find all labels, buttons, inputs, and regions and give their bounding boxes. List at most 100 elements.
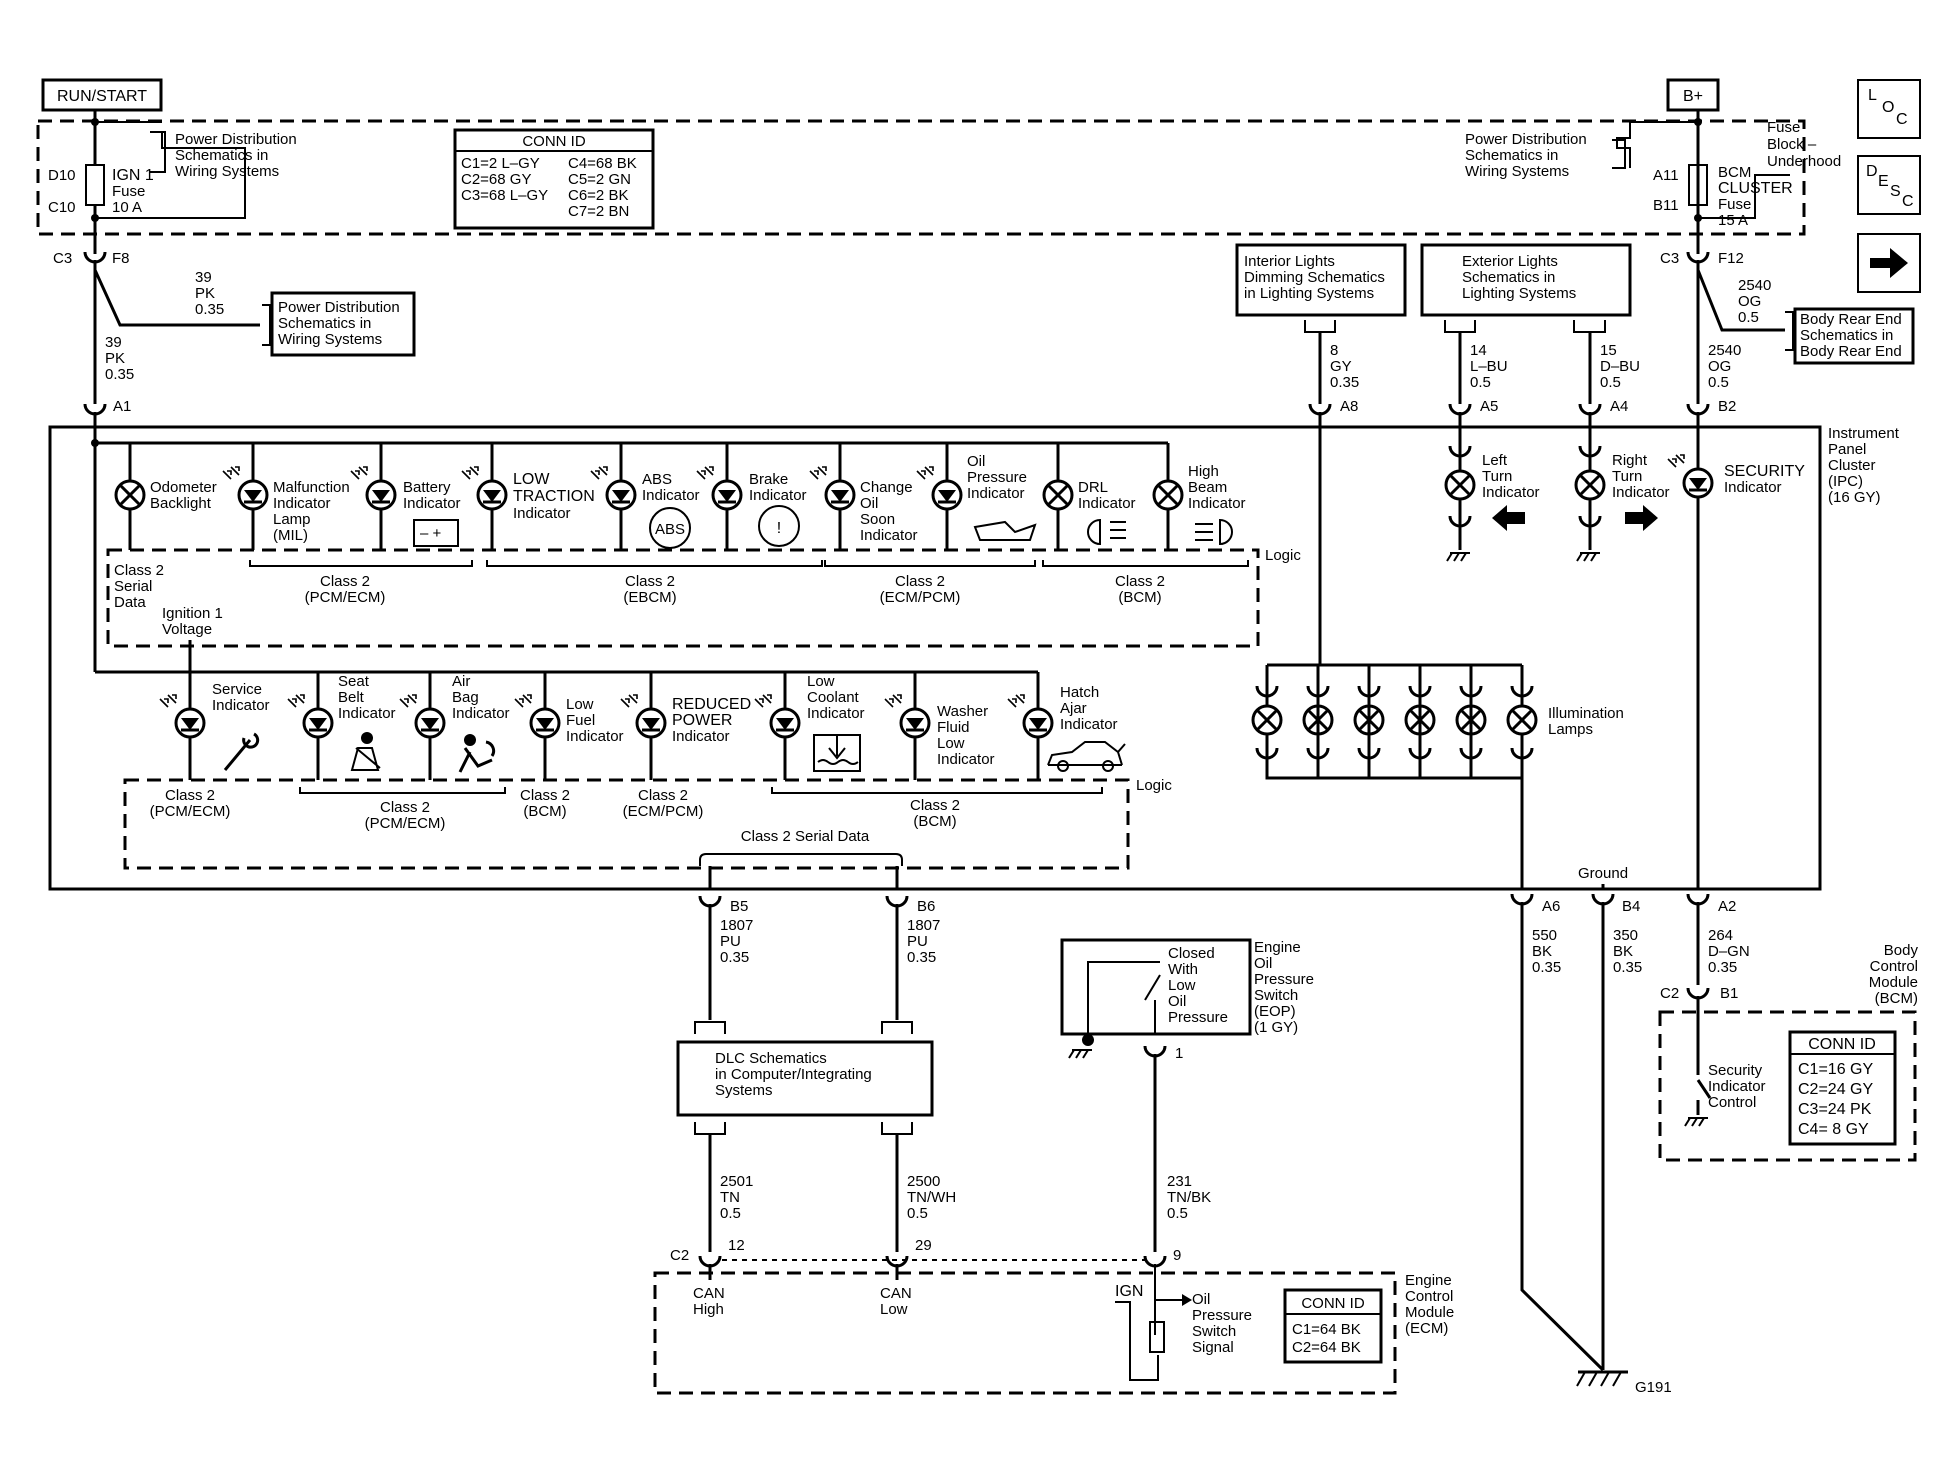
reduced-power-label: POWER bbox=[672, 712, 732, 729]
oil-pressure-label: Oil bbox=[967, 453, 985, 470]
bcm-security-switch bbox=[1696, 996, 1712, 1115]
desc-nav-icon[interactable] bbox=[1857, 155, 1921, 215]
ecm-conn-row: C1=64 BK bbox=[1292, 1321, 1361, 1338]
right-turn-label: Right bbox=[1612, 452, 1648, 469]
group-b-label: Class 2 bbox=[910, 797, 960, 814]
group-b-label: (BCM) bbox=[913, 813, 956, 830]
pin-a8: A8 bbox=[1340, 398, 1358, 415]
eop-ground-icon bbox=[1068, 1049, 1093, 1059]
group-a-label: (ECM/PCM) bbox=[880, 589, 961, 606]
w2540a: OG bbox=[1738, 293, 1761, 310]
group-a-label: (EBCM) bbox=[623, 589, 676, 606]
mil-led-icon bbox=[221, 465, 269, 511]
traction-led-icon bbox=[460, 465, 508, 511]
next-arrow-icon[interactable] bbox=[1857, 233, 1921, 293]
ign-fuse-label-3: 10 A bbox=[112, 199, 142, 216]
can-high-label: CAN bbox=[693, 1285, 725, 1302]
oil-pressure-led-icon bbox=[915, 465, 963, 511]
bplus-box bbox=[1666, 78, 1720, 112]
pds-mid-label: Wiring Systems bbox=[278, 331, 382, 348]
air-bag-led-icon bbox=[398, 693, 446, 739]
w39a: 39 bbox=[195, 269, 212, 286]
c2-label: C2 bbox=[670, 1247, 689, 1264]
serial-data-bracket bbox=[699, 853, 903, 866]
brake-glyph: ! bbox=[777, 520, 781, 537]
can-low-label: Low bbox=[880, 1301, 908, 1318]
brake-label: Indicator bbox=[749, 487, 807, 504]
eop-switch-label: Pressure bbox=[1168, 1009, 1228, 1026]
ign-fuse-label-2: Fuse bbox=[112, 183, 145, 200]
reduced-power-label: Indicator bbox=[672, 728, 730, 745]
pin-a2: A2 bbox=[1718, 898, 1736, 915]
run-start-label: RUN/START bbox=[57, 88, 147, 105]
pds-left-1: Power Distribution bbox=[175, 131, 297, 148]
oil-signal-label: Signal bbox=[1192, 1339, 1234, 1356]
w1807b: 0.35 bbox=[907, 949, 936, 966]
loc-nav-icon[interactable] bbox=[1857, 79, 1921, 139]
hatch-car-icon bbox=[1047, 741, 1126, 772]
traction-label: Indicator bbox=[513, 505, 571, 522]
drl-label: DRL bbox=[1078, 479, 1108, 496]
w264: D–GN bbox=[1708, 943, 1750, 960]
w2501: TN bbox=[720, 1189, 740, 1206]
w231: TN/BK bbox=[1167, 1189, 1211, 1206]
fuse-block-label-2: Block – bbox=[1767, 136, 1817, 153]
eop-title: Oil bbox=[1254, 955, 1272, 972]
right-arrow-icon bbox=[1625, 505, 1658, 531]
ipc-title: (IPC) bbox=[1828, 473, 1863, 490]
battery-icon: – + bbox=[413, 519, 459, 547]
bcm-fuse-label: BCM bbox=[1718, 164, 1751, 181]
left-turn-label: Indicator bbox=[1482, 484, 1540, 501]
low-coolant-label: Indicator bbox=[807, 705, 865, 722]
pin-b1: B1 bbox=[1720, 985, 1738, 1002]
eop-switch-label: Closed bbox=[1168, 945, 1215, 962]
ecm-internal-circuit bbox=[1115, 1264, 1185, 1381]
w350: BK bbox=[1613, 943, 1633, 960]
change-oil-label: Change bbox=[860, 479, 913, 496]
dlc-label: DLC Schematics bbox=[715, 1050, 827, 1067]
w39a: 0.35 bbox=[195, 301, 224, 318]
group-b-label: (ECM/PCM) bbox=[623, 803, 704, 820]
w2500: TN/WH bbox=[907, 1189, 956, 1206]
pds-right-bracket bbox=[1616, 121, 1790, 219]
group-b-label: Class 2 bbox=[520, 787, 570, 804]
serial-data-label: Serial bbox=[114, 578, 152, 595]
w2500: 0.5 bbox=[907, 1205, 928, 1222]
w14: 0.5 bbox=[1470, 374, 1491, 391]
high-beam-lamp-icon bbox=[1152, 479, 1184, 511]
left-turn-label: Turn bbox=[1482, 468, 1512, 485]
pds-left-2: Schematics in bbox=[175, 147, 268, 164]
eop-title: Engine bbox=[1254, 939, 1301, 956]
w39b: PK bbox=[105, 350, 125, 367]
loc-letter: L bbox=[1868, 87, 1877, 104]
w2540b: 0.5 bbox=[1708, 374, 1729, 391]
seat-belt-led-icon bbox=[286, 693, 334, 739]
wrench-icon bbox=[223, 732, 260, 771]
eop-switch-contacts bbox=[1087, 961, 1161, 1034]
w2501: 2501 bbox=[720, 1173, 753, 1190]
pin-a4: A4 bbox=[1610, 398, 1628, 415]
class2-serial-label: Class 2 Serial Data bbox=[741, 828, 870, 845]
w1807a: PU bbox=[720, 933, 741, 950]
illumination-label: Lamps bbox=[1548, 721, 1593, 738]
ipc-title: (16 GY) bbox=[1828, 489, 1881, 506]
abs-glyph: ABS bbox=[655, 521, 685, 538]
bcm-outline bbox=[1658, 1010, 1917, 1162]
dlc-box bbox=[676, 1040, 934, 1117]
traction-label: TRACTION bbox=[513, 488, 595, 505]
fuse-block-label-3: Underhood bbox=[1767, 153, 1841, 170]
right-turn-label: Turn bbox=[1612, 468, 1642, 485]
ecm-title: Engine bbox=[1405, 1272, 1452, 1289]
right-turn-label: Indicator bbox=[1612, 484, 1670, 501]
security-label: Indicator bbox=[1724, 479, 1782, 496]
group-b-label: Class 2 bbox=[638, 787, 688, 804]
left-turn-lamp-icon bbox=[1444, 469, 1476, 501]
w1807b: PU bbox=[907, 933, 928, 950]
serial-data-label: Data bbox=[114, 594, 146, 611]
high-beam-label: Beam bbox=[1188, 479, 1227, 496]
washer-label: Low bbox=[937, 735, 965, 752]
desc-letter: E bbox=[1878, 173, 1889, 190]
ipc-title: Panel bbox=[1828, 441, 1866, 458]
odometer-lamp-icon bbox=[114, 479, 146, 511]
eop-title: Pressure bbox=[1254, 971, 1314, 988]
